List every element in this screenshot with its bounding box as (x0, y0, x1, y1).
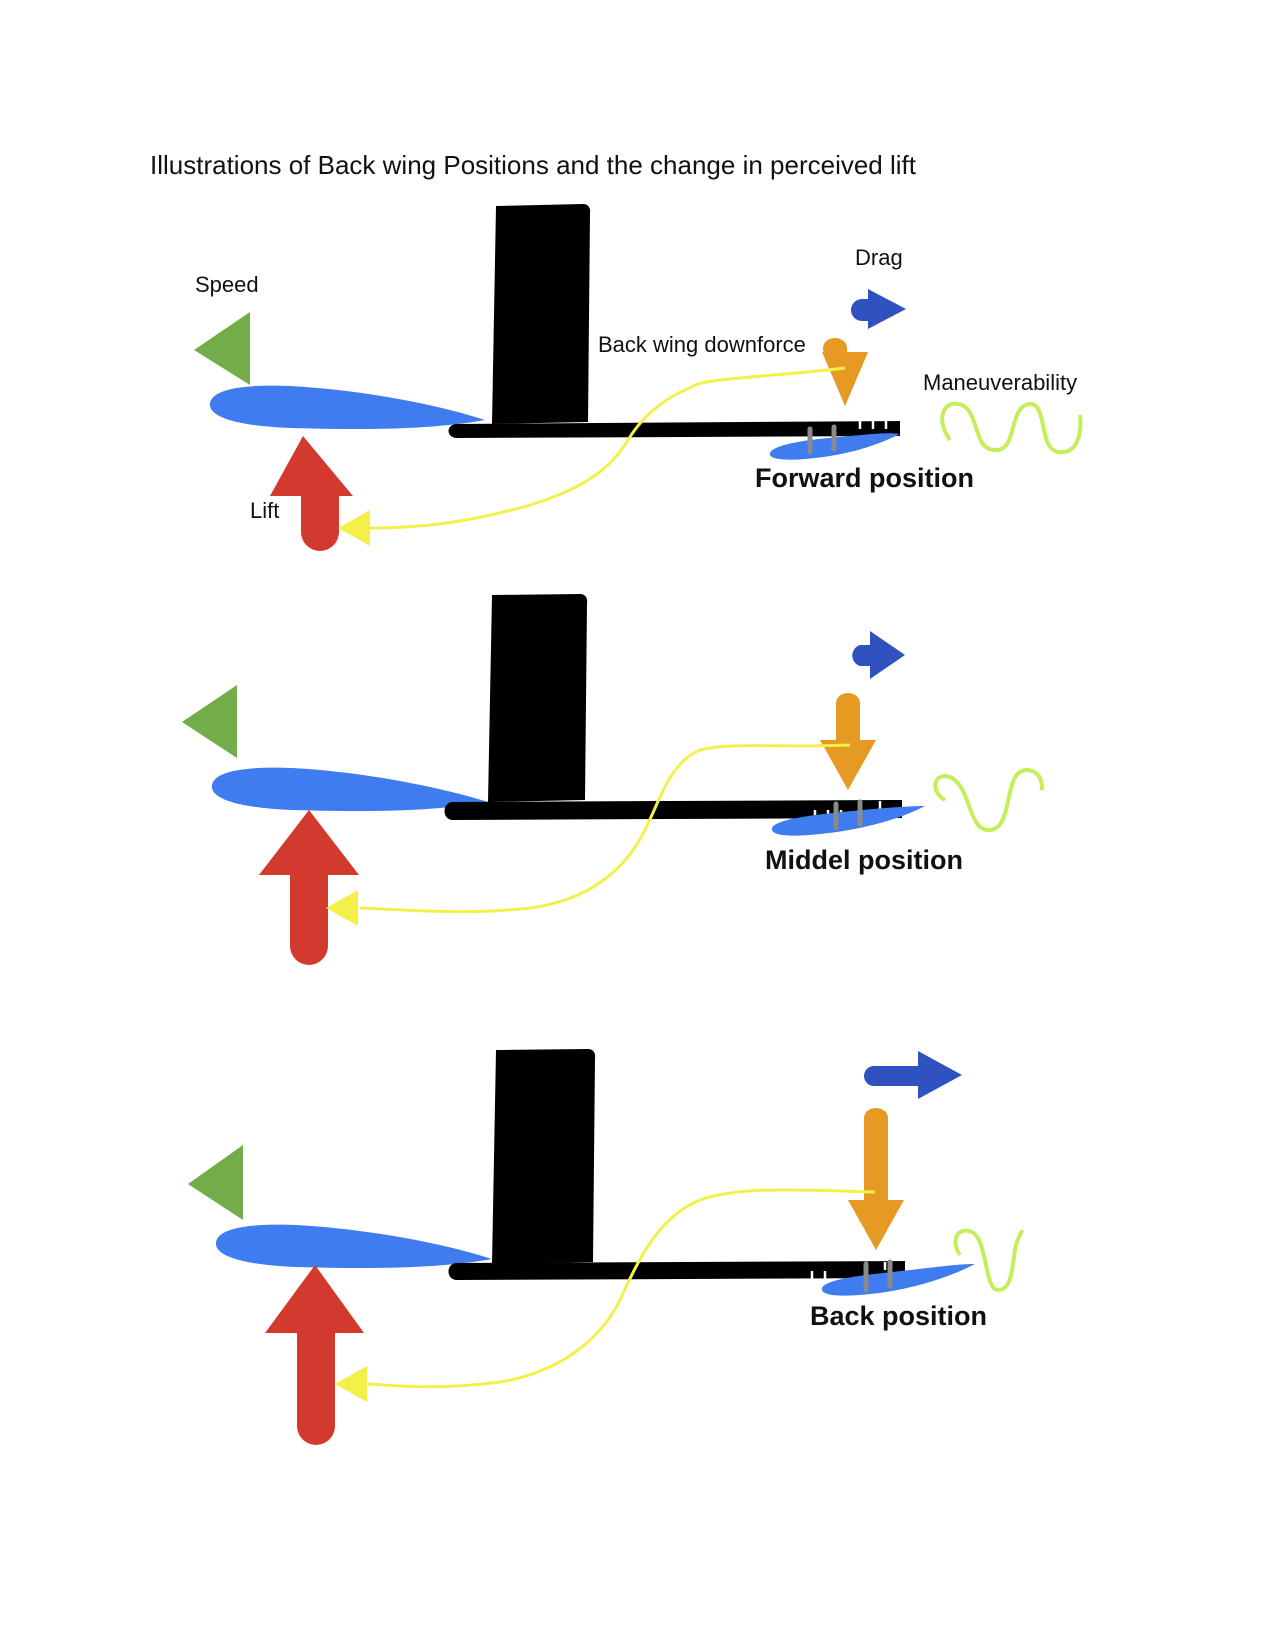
mast (488, 594, 588, 802)
panel-middel-position: Middel position (182, 594, 1044, 965)
link-curve (369, 366, 846, 530)
page-title: Illustrations of Back wing Positions and… (150, 150, 916, 180)
link-arrowhead (338, 510, 370, 546)
fuselage-ticks (810, 1262, 887, 1279)
link-curve (359, 743, 851, 914)
maneuverability-wave (940, 401, 1083, 455)
fuselage (444, 800, 902, 820)
drag-label: Drag (855, 245, 903, 270)
maneuverability-wave (933, 767, 1044, 832)
lift-label: Lift (250, 498, 279, 523)
position-label: Forward position (755, 463, 974, 493)
mast (492, 1049, 596, 1264)
maneuverability-wave (953, 1228, 1024, 1293)
fuselage (448, 421, 900, 438)
speed-arrow (188, 1145, 243, 1220)
position-label: Middel position (765, 845, 963, 875)
link-arrowhead (335, 1366, 367, 1402)
lift-arrow (259, 810, 359, 965)
fuselage (448, 1261, 905, 1280)
spacers (833, 799, 863, 831)
link-curve (367, 1188, 876, 1389)
mast (492, 204, 591, 424)
back-wing (821, 1264, 975, 1296)
drag-arrow (866, 289, 906, 329)
lift-arrow (265, 1265, 364, 1445)
back-wing (771, 806, 925, 836)
drag-arrow (852, 631, 905, 679)
position-label: Back position (810, 1301, 987, 1331)
downforce-arrow (820, 693, 876, 790)
link-arrowhead (326, 890, 358, 926)
downforce-label: Back wing downforce (598, 332, 806, 357)
panel-back-position: Back position (188, 1049, 1024, 1445)
drag-arrow (864, 1051, 962, 1099)
lift-arrow (270, 436, 353, 551)
panel-forward-position: Speed Drag Back wing downforce Maneuvera… (194, 204, 1083, 551)
front-wing (209, 385, 485, 430)
speed-arrow (182, 685, 237, 758)
speed-arrow (194, 312, 250, 385)
downforce-arrowhead (822, 352, 868, 406)
fuselage-ticks (858, 421, 888, 429)
maneuverability-label: Maneuverability (923, 370, 1077, 395)
spacers (807, 424, 837, 455)
speed-label: Speed (195, 272, 259, 297)
drag-arrow-body (851, 299, 868, 321)
spacers (863, 1259, 893, 1293)
downforce-arrow (848, 1108, 904, 1250)
front-wing (215, 1224, 492, 1269)
front-wing (211, 767, 488, 812)
